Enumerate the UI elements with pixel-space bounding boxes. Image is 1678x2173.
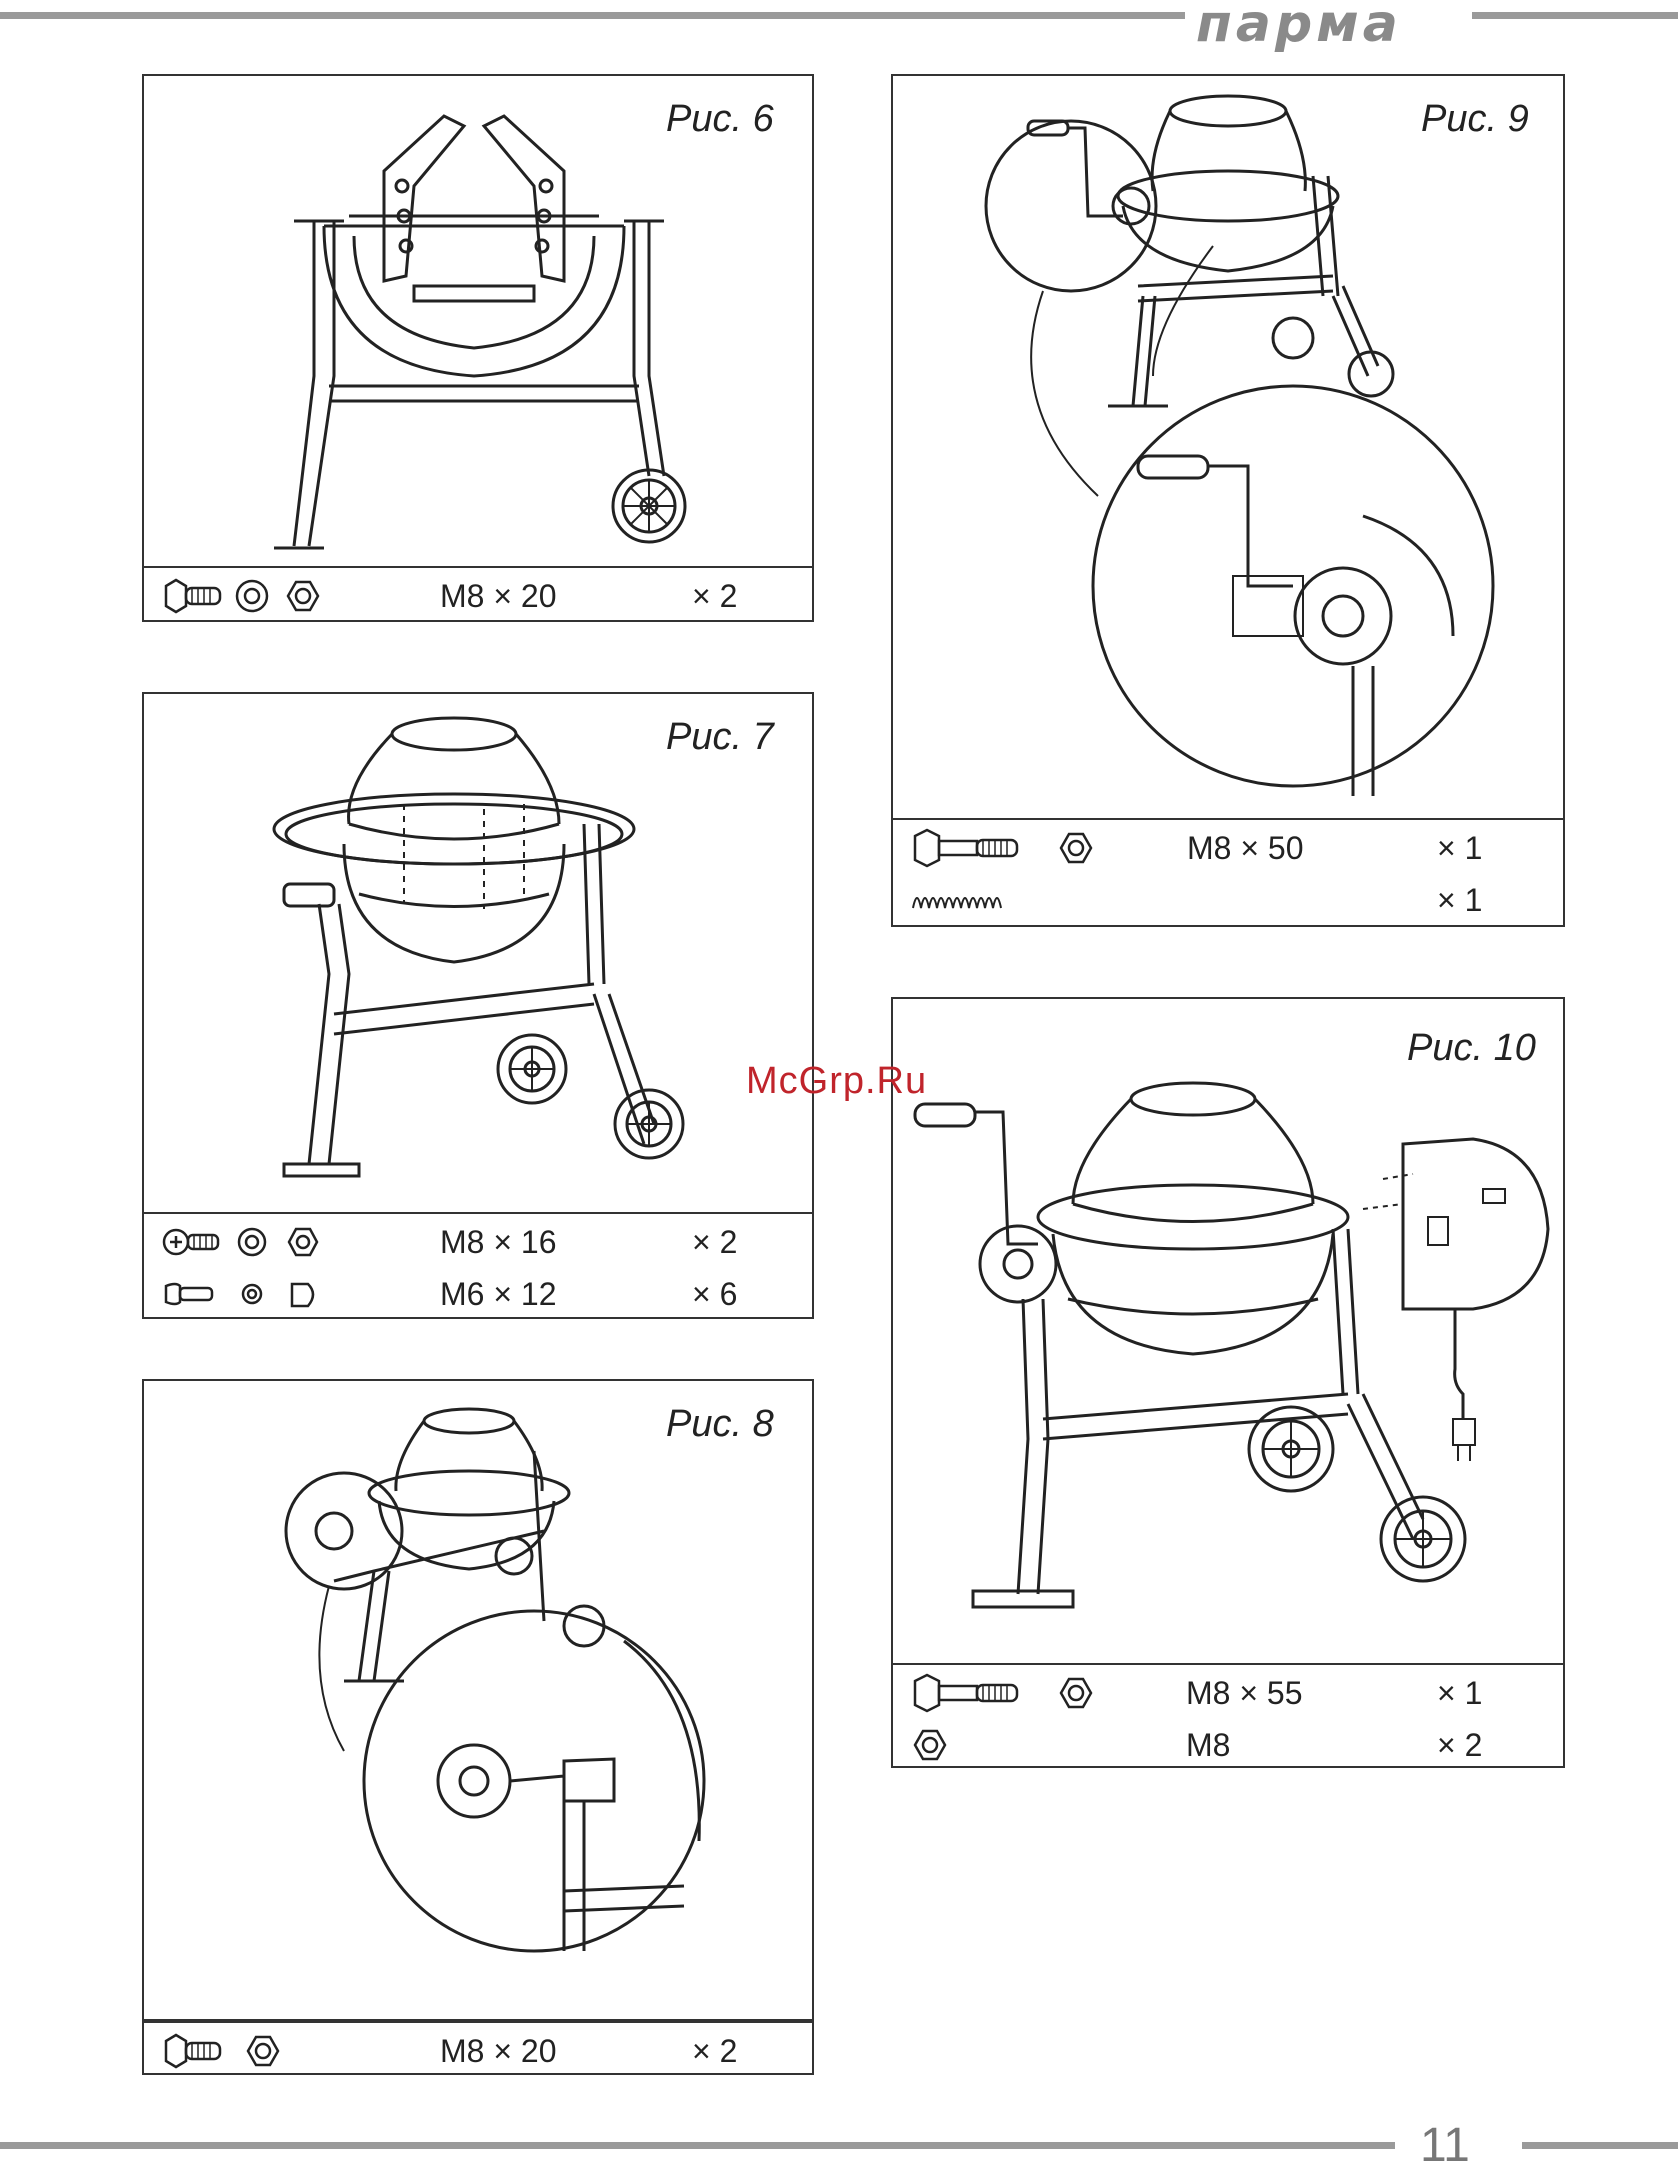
footer-rule-left xyxy=(0,2142,1395,2149)
figure-10-panel: Рис. 10 xyxy=(891,997,1565,1768)
parts-qty: × 2 xyxy=(692,2033,737,2070)
watermark: McGrp.Ru xyxy=(746,1060,927,1103)
figure-9-parts: M8 × 50 × 1 × 1 xyxy=(893,818,1563,929)
bolt-washer-nut-icon xyxy=(160,1220,340,1264)
figure-10-drawing xyxy=(893,999,1563,1663)
figure-9-drawing xyxy=(893,76,1563,816)
parts-row: M8 × 20 × 2 xyxy=(144,570,812,622)
footer-rule-right xyxy=(1522,2142,1678,2149)
figure-7-parts: M8 × 16 × 2 M6 × 12 × 6 xyxy=(144,1212,812,1321)
parts-spec: M8 xyxy=(1186,1727,1230,1764)
parts-row: M8 × 2 xyxy=(893,1719,1563,1771)
parts-qty: × 6 xyxy=(692,1276,737,1313)
header-rule-right xyxy=(1472,12,1678,19)
parts-qty: × 2 xyxy=(1437,1727,1482,1764)
figure-6-drawing xyxy=(144,76,812,566)
figure-8-panel: Рис. 8 xyxy=(142,1379,814,2075)
figure-9-panel: Рис. 9 xyxy=(891,74,1565,927)
brand-logo: парма xyxy=(1196,0,1402,54)
long-bolt-nut-icon xyxy=(909,826,1109,870)
figure-6-panel: Рис. 6 xyxy=(142,74,814,622)
parts-spec: M8 × 50 xyxy=(1187,830,1304,867)
parts-row: M8 × 16 × 2 xyxy=(144,1216,812,1268)
parts-row: M6 × 12 × 6 xyxy=(144,1268,812,1320)
page-number: 11 xyxy=(1420,2118,1470,2173)
spring-icon xyxy=(909,878,1029,922)
figure-8-parts: M8 × 20 × 2 xyxy=(144,2019,812,2079)
parts-qty: × 2 xyxy=(692,1224,737,1261)
parts-row: M8 × 20 × 2 xyxy=(144,2025,812,2077)
bolt-nut-icon xyxy=(160,2029,340,2073)
parts-spec: M8 × 20 xyxy=(440,2033,557,2070)
screw-washer-capnut-icon xyxy=(160,1272,340,1316)
figure-7-panel: Рис. 7 xyxy=(142,692,814,1319)
figure-8-drawing xyxy=(144,1381,812,2021)
parts-spec: M8 × 16 xyxy=(440,1224,557,1261)
parts-spec: M6 × 12 xyxy=(440,1276,557,1313)
figure-7-drawing xyxy=(144,694,812,1214)
figure-6-parts: M8 × 20 × 2 xyxy=(144,566,812,624)
parts-row: M8 × 50 × 1 xyxy=(893,822,1563,874)
parts-row: × 1 xyxy=(893,874,1563,926)
bolt-washer-nut-icon xyxy=(160,574,340,618)
figure-10-parts: M8 × 55 × 1 M8 × 2 xyxy=(893,1663,1563,1770)
parts-row: M8 × 55 × 1 xyxy=(893,1667,1563,1719)
parts-qty: × 1 xyxy=(1437,1675,1482,1712)
parts-qty: × 1 xyxy=(1437,882,1482,919)
parts-spec: M8 × 20 xyxy=(440,578,557,615)
header-rule-left xyxy=(0,12,1185,19)
parts-spec: M8 × 55 xyxy=(1186,1675,1303,1712)
parts-qty: × 1 xyxy=(1437,830,1482,867)
nut-icon xyxy=(909,1723,969,1767)
long-bolt-nut-icon xyxy=(909,1671,1109,1715)
parts-qty: × 2 xyxy=(692,578,737,615)
